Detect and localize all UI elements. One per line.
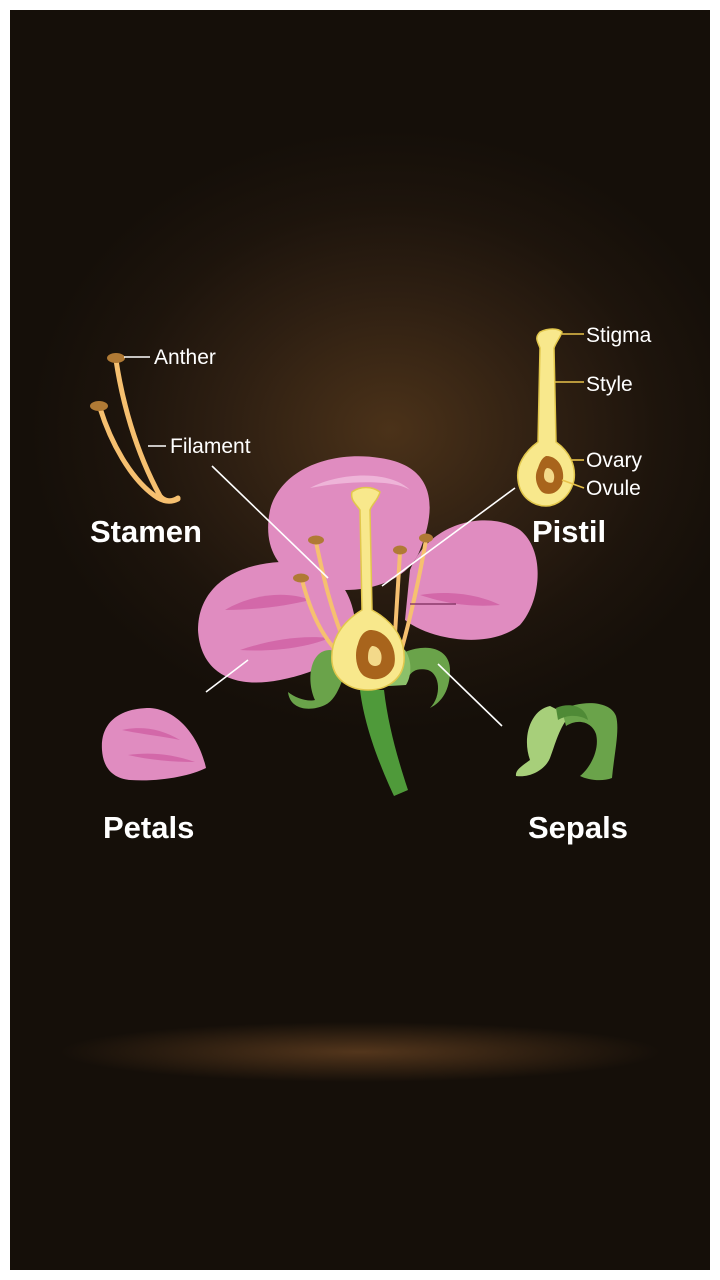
pistil-title: Pistil [532, 514, 606, 549]
style-label: Style [586, 373, 633, 396]
stamen-title: Stamen [90, 514, 202, 549]
filament-label: Filament [170, 435, 251, 458]
anther-top [107, 353, 125, 363]
ovary-label: Ovary [586, 449, 643, 472]
flower-illustration [198, 456, 538, 796]
petals-title: Petals [103, 810, 194, 845]
diagram-canvas: Anther Filament Stamen Stigma Style Ovar… [90, 324, 652, 845]
stamen-illustration [90, 353, 181, 504]
pistil-illustration [516, 328, 576, 507]
stigma-label: Stigma [586, 324, 652, 347]
ovule-label: Ovule [586, 477, 641, 500]
sepal-illustration [515, 703, 618, 781]
anther-label: Anther [154, 346, 216, 369]
sepals-title: Sepals [528, 810, 628, 845]
petal-illustration [101, 708, 206, 781]
flower-diagram: Anther Filament Stamen Stigma Style Ovar… [10, 10, 710, 1270]
anther-bottom [90, 401, 108, 411]
